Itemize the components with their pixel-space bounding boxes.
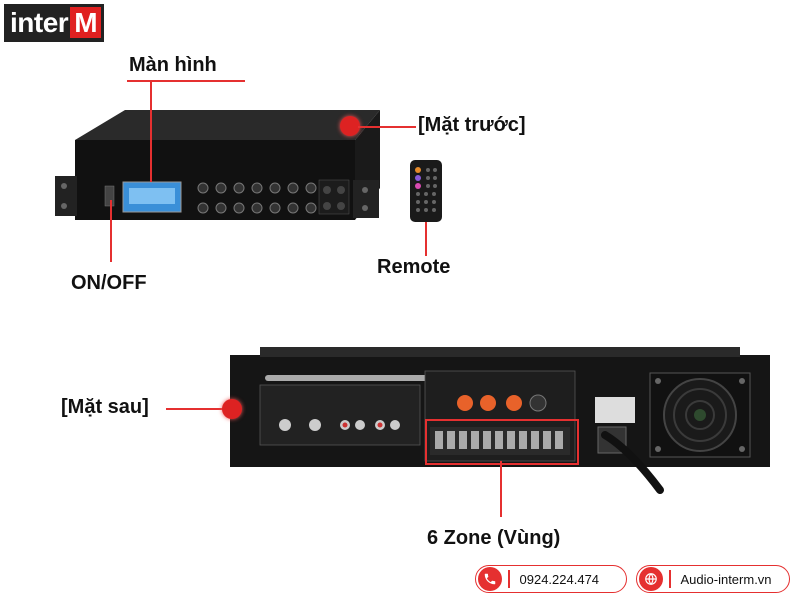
phone-separator (508, 570, 510, 588)
phone-contact[interactable]: 0924.224.474 (475, 565, 627, 593)
rear-marker-dot (222, 399, 242, 419)
power-pointer-line (110, 200, 112, 262)
screen-label: Màn hình (129, 54, 217, 76)
front-panel-label: [Mặt trước] (418, 114, 526, 136)
zone-pointer-line (500, 461, 502, 517)
remote-pointer-line (425, 222, 427, 256)
website-separator (669, 570, 671, 588)
front-amplifier-image (55, 110, 380, 220)
power-cable-image (601, 431, 664, 494)
remote-control-image (410, 160, 442, 222)
power-switch-label: ON/OFF (71, 272, 147, 294)
screen-pointer-line (150, 82, 152, 182)
front-marker-dot (340, 116, 360, 136)
rear-pointer-line (166, 408, 224, 410)
rear-panel-label: [Mặt sau] (61, 396, 149, 418)
phone-number: 0924.224.474 (519, 571, 600, 587)
globe-icon (639, 567, 663, 591)
screen-label-underline (127, 80, 245, 82)
website-contact[interactable]: Audio-interm.vn (636, 565, 790, 593)
remote-label: Remote (377, 256, 451, 278)
zone-terminal-highlight (425, 419, 579, 465)
website-url: Audio-interm.vn (680, 571, 772, 587)
zones-label: 6 Zone (Vùng) (427, 527, 561, 549)
rear-amplifier-image (230, 347, 770, 467)
front-pointer-line (358, 126, 416, 128)
phone-icon (478, 567, 502, 591)
